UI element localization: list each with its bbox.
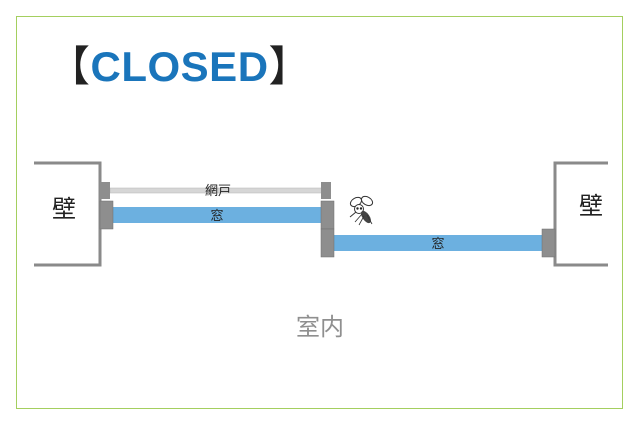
screen-door-right-stile [321,182,331,199]
screen-door-left-stile [100,182,110,199]
wall-right-outline [553,161,608,267]
window-right-label: 窓 [431,236,444,252]
page-title: 【CLOSED】 [48,46,311,88]
diagram-frame [16,16,623,409]
window-left-label: 窓 [210,208,223,224]
wall-right-label: 壁 [579,192,603,220]
screen-door-label: 網戸 [205,184,231,199]
mosquito-icon [349,195,374,226]
wall-left-label: 壁 [52,195,76,223]
title-text: CLOSED [90,43,269,90]
window-left-frame-left [99,200,114,230]
window-left-frame-right [320,200,335,230]
title-close-bracket: 】 [268,43,312,90]
title-open-bracket: 【 [48,43,91,90]
window-right-frame-right [541,228,556,258]
window-right-frame-left [320,228,335,258]
room-interior-label: 室内 [296,313,344,341]
window-left-glass [113,207,321,223]
window-right-glass [334,235,542,251]
